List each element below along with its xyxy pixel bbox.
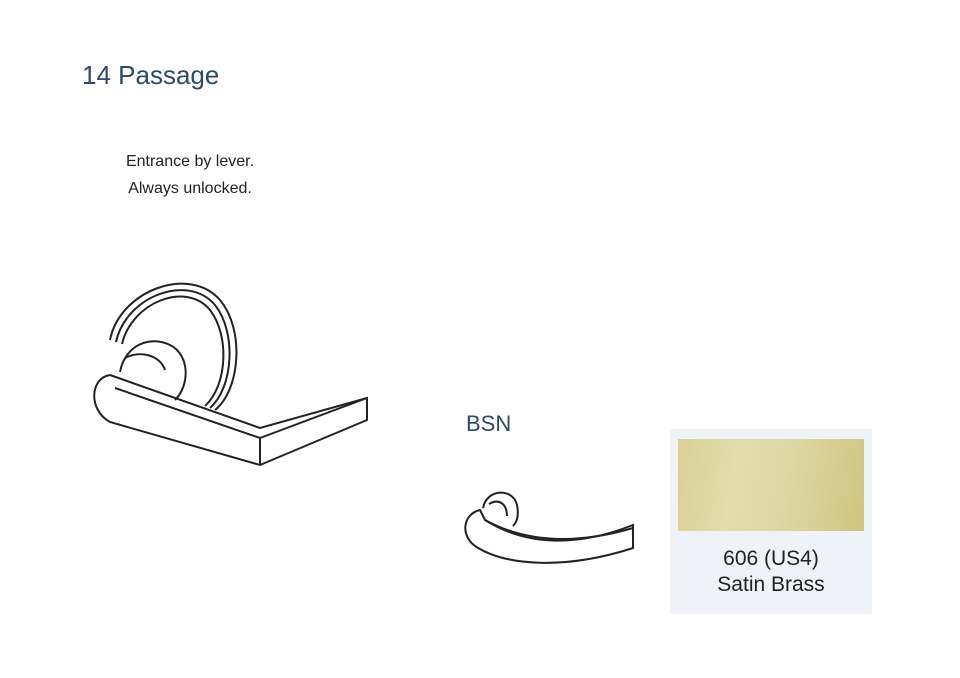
description-line-1: Entrance by lever. (125, 153, 255, 170)
function-title: 14 Passage (82, 60, 220, 90)
lever-rose-illustration (93, 282, 368, 467)
function-description: Entrance by lever. Always unlocked. (100, 148, 280, 202)
finish-code: 606 (US4) (723, 547, 819, 570)
bsn-lever-illustration (464, 491, 634, 564)
finish-swatch (678, 439, 864, 531)
lever-model-label: BSN (466, 411, 512, 436)
finish-card[interactable]: 606 (US4) Satin Brass (670, 429, 872, 614)
finish-name: Satin Brass (717, 573, 825, 596)
description-line-2: Always unlocked. (128, 180, 252, 197)
